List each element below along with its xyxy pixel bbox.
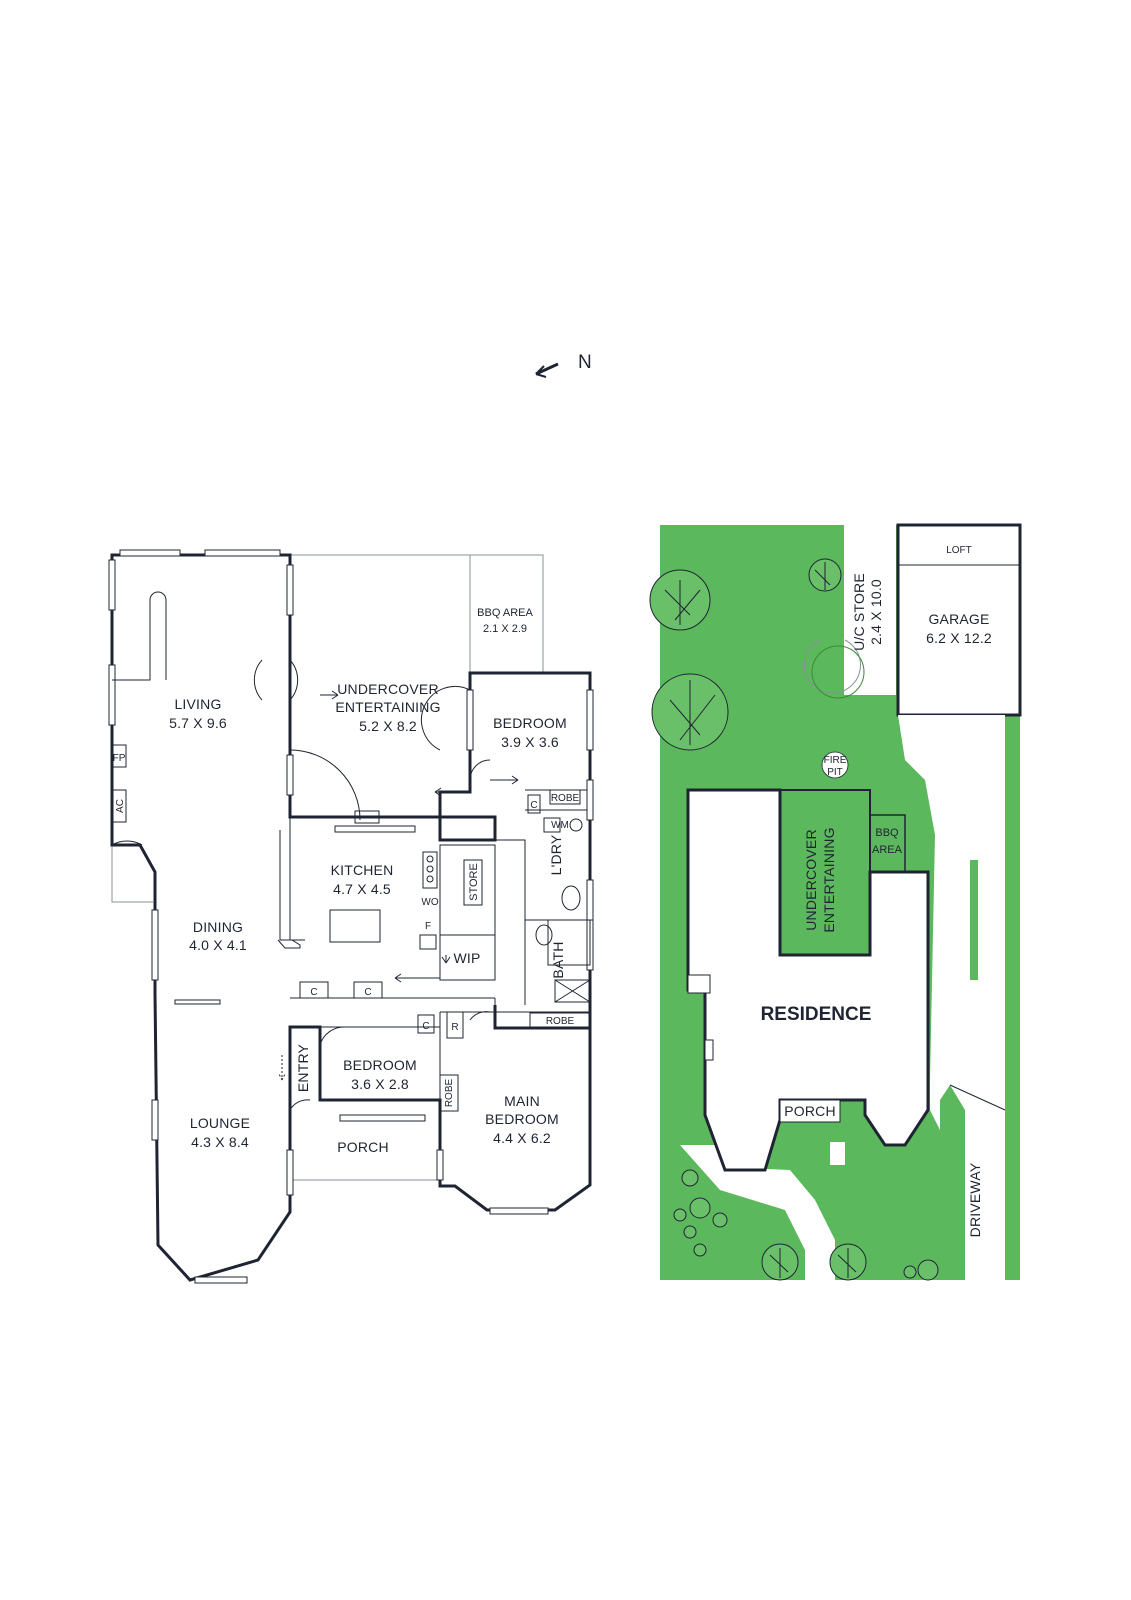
kitchen-size: 4.7 X 4.5: [333, 881, 391, 897]
site-bbq-label-1: BBQ: [875, 827, 899, 839]
undercover-label-2: ENTERTAINING: [335, 699, 440, 715]
ac-label: AC: [115, 799, 126, 813]
loft-label: LOFT: [946, 545, 972, 556]
fp-label: FP: [113, 753, 126, 764]
tree-icon: [829, 1243, 867, 1281]
living-label: LIVING: [174, 696, 221, 712]
bath-label: BATH: [550, 941, 566, 978]
tree-icon: [808, 558, 842, 592]
wo-label: WO: [421, 897, 438, 908]
tree-icon: [649, 569, 711, 631]
site-porch-label: PORCH: [784, 1103, 836, 1119]
living-size: 5.7 X 9.6: [169, 715, 227, 731]
residence-label: RESIDENCE: [761, 1004, 872, 1025]
site-plan: [660, 523, 1022, 1280]
c2-label: C: [364, 987, 371, 998]
main-bedroom-label-1: MAIN: [504, 1093, 540, 1109]
f-label: F: [425, 921, 431, 932]
site-bbq-label-2: AREA: [872, 844, 903, 856]
compass-label: N: [578, 352, 592, 373]
floor-plan: [108, 549, 594, 1284]
bbq-area-label: BBQ AREA: [477, 607, 533, 619]
undercover-label-1: UNDERCOVER: [337, 681, 439, 697]
site-undercover-label-2: ENTERTAINING: [821, 827, 837, 932]
lounge-label: LOUNGE: [190, 1115, 250, 1131]
tree-icon: [761, 1243, 799, 1281]
r-label: R: [451, 1022, 458, 1033]
robe-side-label: ROBE: [444, 1079, 455, 1108]
dining-size: 4.0 X 4.1: [189, 937, 247, 953]
main-bedroom-size: 4.4 X 6.2: [493, 1130, 551, 1146]
fire-pit-label-1: FIRE: [824, 755, 847, 766]
garage-size: 6.2 X 12.2: [926, 630, 992, 646]
north-arrow-icon: [535, 362, 559, 378]
c3-label: C: [422, 1021, 429, 1032]
dining-label: DINING: [193, 919, 243, 935]
lounge-size: 4.3 X 8.4: [191, 1134, 249, 1150]
kitchen-label: KITCHEN: [331, 862, 394, 878]
c1-label: C: [310, 987, 317, 998]
uc-store-size: 2.4 X 10.0: [868, 579, 884, 645]
ldry-label: L'DRY: [548, 834, 564, 875]
wip-label: WIP: [453, 950, 480, 966]
tree-icon: [651, 673, 729, 751]
uc-store-label: U/C STORE: [851, 573, 867, 651]
porch-label: PORCH: [337, 1139, 389, 1155]
c-ldry-label: C: [530, 800, 537, 811]
site-undercover-label-1: UNDERCOVER: [803, 829, 819, 931]
robe-mid-label: ROBE: [546, 1016, 575, 1027]
bedroom-ne-label: BEDROOM: [493, 715, 567, 731]
bbq-area-size: 2.1 X 2.9: [483, 623, 527, 635]
bedroom-ne-size: 3.9 X 3.6: [501, 734, 559, 750]
garage-label: GARAGE: [928, 611, 989, 627]
shrub-icon: [673, 1169, 939, 1281]
robe-top-label: ROBE: [551, 793, 580, 804]
entry-label: ENTRY: [295, 1043, 311, 1092]
undercover-size: 5.2 X 8.2: [359, 718, 417, 734]
driveway-label: DRIVEWAY: [967, 1162, 983, 1237]
wm-label: WM: [551, 820, 569, 831]
bedroom-mid-size: 3.6 X 2.8: [351, 1076, 409, 1092]
main-bedroom-label-2: BEDROOM: [485, 1111, 559, 1127]
bedroom-mid-label: BEDROOM: [343, 1057, 417, 1073]
fire-pit-label-2: PIT: [827, 767, 843, 778]
store-label: STORE: [468, 863, 480, 901]
